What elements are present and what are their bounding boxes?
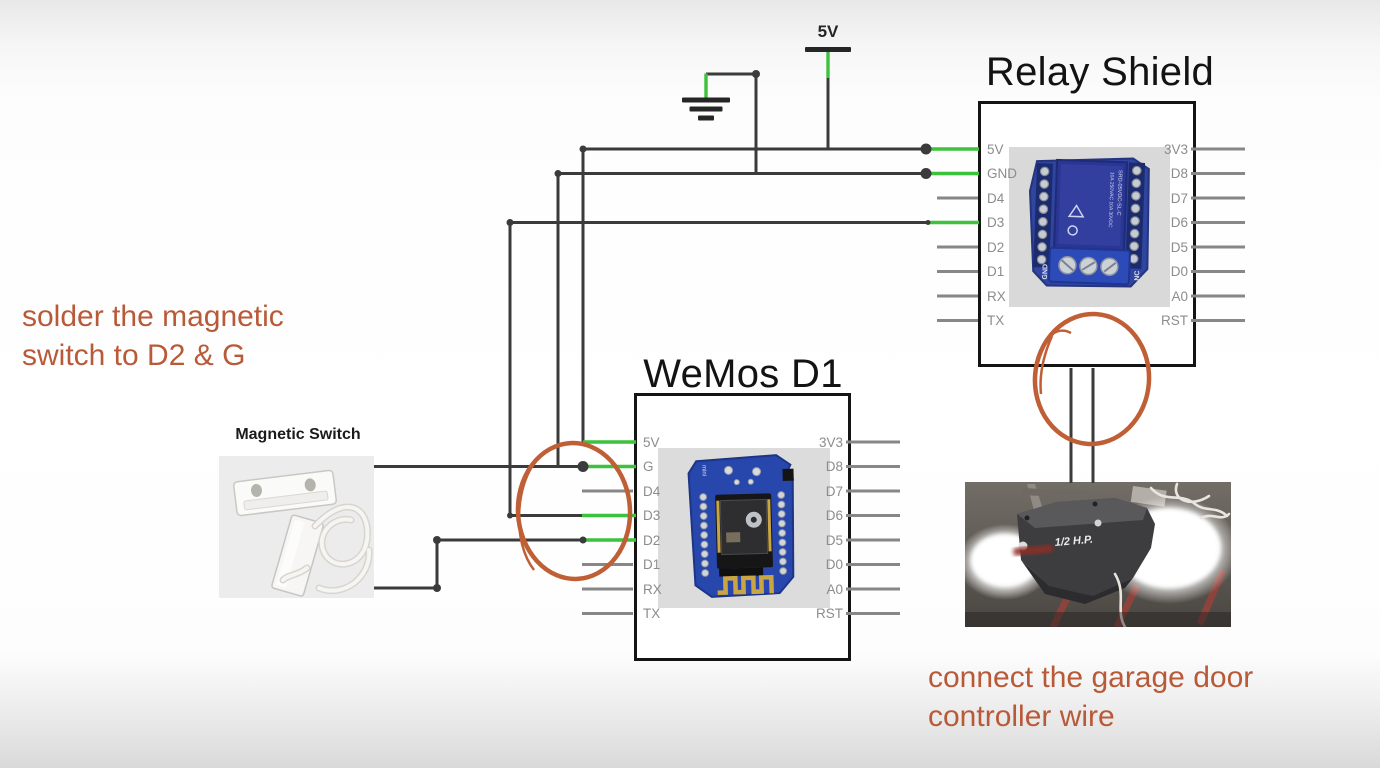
magnetic-switch-label: Magnetic Switch (235, 426, 361, 443)
relay-left-pin-labels: 5V GND D4 D3 D2 D1 RX TX (987, 137, 1039, 333)
magnetic-switch-photo (219, 456, 374, 598)
pin-label-wemos-d5: D5 (825, 532, 843, 548)
pin-label-relay-d0: D0 (1170, 264, 1188, 280)
pin-label-relay-tx: TX (987, 313, 1005, 329)
pin-label-wemos-d1: D1 (643, 557, 661, 573)
wemos-left-pin-labels: 5V G D4 D3 D2 D1 RX TX (643, 430, 695, 626)
pin-label-relay-d4: D4 (987, 190, 1005, 206)
relay-shield-title: Relay Shield (985, 50, 1215, 94)
wemos-d1-title: WeMos D1 (643, 352, 843, 396)
annotation-solder-note: solder the magnetic switch to D2 & G (22, 297, 284, 375)
pin-label-wemos-a0: A0 (826, 581, 843, 597)
wemos-right-pin-labels: 3V3 D8 D7 D6 D5 D0 A0 RST (793, 430, 843, 626)
pin-label-wemos-g: G (643, 459, 654, 475)
highlight-circle-wemos-pins (515, 440, 633, 582)
annotation-line: switch to D2 & G (22, 339, 246, 372)
pin-label-relay-5v: 5V (987, 141, 1004, 157)
pin-label-wemos-d2: D2 (643, 532, 661, 548)
relay-module-photo: SRD-05VDC-SL-C 10A 250VAC 10A 30VDC GND … (1009, 147, 1170, 307)
pin-label-wemos-tx: TX (643, 606, 661, 622)
pin-label-relay-d3: D3 (987, 215, 1005, 231)
pin-label-wemos-d6: D6 (825, 508, 843, 524)
svg-text:10A 250VAC 10A 30VDC: 10A 250VAC 10A 30VDC (1107, 172, 1115, 228)
annotation-line: connect the garage door (928, 661, 1254, 694)
svg-text:SRD-05VDC-SL-C: SRD-05VDC-SL-C (1115, 170, 1123, 216)
garage-hp-text: 1/2 H.P. (1054, 534, 1093, 549)
relay-right-pin-labels: 3V3 D8 D7 D6 D5 D0 A0 RST (1138, 137, 1188, 333)
pin-label-relay-d1: D1 (987, 264, 1005, 280)
pin-label-relay-d7: D7 (1170, 190, 1188, 206)
pin-label-wemos-d0: D0 (825, 557, 843, 573)
svg-text:NC: NC (1134, 270, 1141, 280)
pin-label-wemos-d7: D7 (825, 483, 843, 499)
pin-label-relay-d6: D6 (1170, 215, 1188, 231)
pin-label-relay-rx: RX (987, 288, 1006, 304)
pin-label-wemos-d3: D3 (643, 508, 661, 524)
pin-label-wemos-rst: RST (816, 606, 843, 622)
pin-label-wemos-3v3: 3V3 (818, 434, 843, 450)
ground-symbol (682, 97, 730, 121)
pin-label-relay-d2: D2 (987, 239, 1005, 255)
pin-label-wemos-d4: D4 (643, 483, 661, 499)
annotation-line: solder the magnetic (22, 300, 284, 333)
garage-opener-photo: 1/2 H.P. (957, 482, 1239, 629)
annotation-line: controller wire (928, 700, 1115, 733)
pin-label-wemos-d8: D8 (825, 459, 843, 475)
pin-label-relay-d8: D8 (1170, 166, 1188, 182)
pin-label-relay-d5: D5 (1170, 239, 1188, 255)
supply-5v-symbol (805, 47, 851, 52)
annotation-connect-note: connect the garage door controller wire (928, 658, 1253, 736)
wemos-module-photo: mini (658, 448, 830, 608)
pin-label-wemos-5v: 5V (643, 434, 660, 450)
pin-label-relay-gnd: GND (987, 166, 1017, 182)
svg-text:GND: GND (1042, 264, 1050, 280)
pin-label-wemos-rx: RX (643, 581, 662, 597)
pin-label-relay-a0: A0 (1171, 288, 1188, 304)
pin-label-relay-3v3: 3V3 (1163, 141, 1188, 157)
pin-label-relay-rst: RST (1161, 313, 1188, 329)
svg-text:mini: mini (700, 465, 706, 476)
supply-5v-label: 5V (817, 22, 839, 41)
